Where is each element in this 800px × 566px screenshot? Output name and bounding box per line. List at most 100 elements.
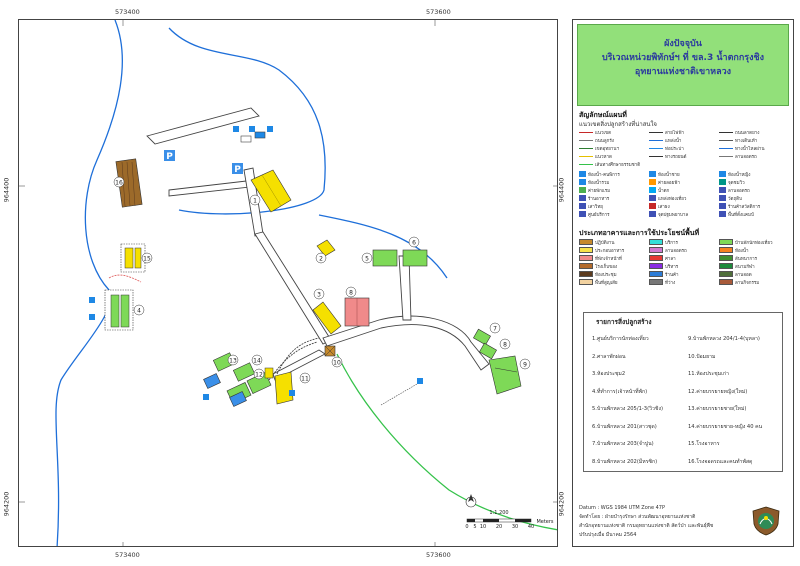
legend-line-swatch: [579, 147, 593, 149]
building-1[interactable]: [250, 169, 292, 213]
legend-landuse-label: ที่พักเจ้าหน้าที่: [595, 256, 622, 262]
legend-symbol-item: ศูนย์บริการ: [579, 210, 649, 218]
scale-tick-1: 5: [473, 524, 476, 530]
building-list-item: 2.ศาลาพักผ่อน: [592, 353, 626, 360]
legend-line-label: เขตอุทยานฯ: [595, 146, 619, 152]
legend-landuse-swatch: [719, 247, 733, 253]
title-line-3: อุทยานแห่งชาติเขาหลวง: [634, 67, 732, 77]
building-number-labels: 16 1 15 4 2 5 6 3 8 7 8 9 10 11: [113, 176, 531, 384]
building-16[interactable]: [115, 158, 143, 208]
legend-symbol-icon: [579, 187, 586, 193]
scale-bar: 1:1,200 0 5 10 20 30 40 Meters: [465, 510, 554, 530]
building-15[interactable]: [120, 243, 146, 273]
coord-top-1: 573400: [115, 8, 140, 16]
legend-landuse-label: ศาลา: [665, 256, 676, 262]
legend-symbol-icon: [649, 179, 656, 185]
building-8[interactable]: [344, 297, 370, 327]
building-5[interactable]: [372, 249, 398, 267]
parking-label-1: P: [166, 152, 173, 162]
legend-symbol-item: ห้องน้ำ-คนพิการ: [579, 170, 649, 178]
label-9: 9: [523, 362, 527, 369]
legend-landuse-swatch: [719, 271, 733, 277]
legend-symbol-icon: [719, 195, 726, 201]
legend-landuse-item: โรงเก็บของ: [579, 262, 649, 270]
scale-tick-0: 0: [465, 524, 468, 530]
label-5: 5: [365, 256, 369, 263]
legend-line-label: ลานจอดรถ: [735, 154, 757, 160]
legend-line-swatch: [649, 131, 663, 133]
legend-landuse-swatch: [649, 247, 663, 253]
legend-line-item: แหล่งน้ำ: [649, 136, 719, 144]
footer-by: จัดทำโดย : ฝ่ายบำรุงรักษา ส่วนพัฒนาอุทยา…: [579, 514, 696, 520]
wc-icons-top[interactable]: [233, 126, 273, 143]
label-2: 2: [319, 256, 323, 263]
parking-symbols[interactable]: P P: [164, 150, 243, 175]
legend-symbol-icon: [579, 211, 586, 217]
building-list-item: 13.ค่ายบรรยายชาย(ใหม่): [688, 406, 747, 412]
coord-right-2: 964200: [557, 491, 566, 517]
legend-line-label: ทางน้ำไหลผ่าน: [735, 146, 765, 152]
building-list-heading: รายการสิ่งปลูกสร้าง: [596, 318, 652, 326]
legend-line-swatch: [579, 163, 593, 165]
legend-symbol-item: ค่ายลอยฟ้า: [649, 178, 719, 186]
building-11[interactable]: [274, 371, 294, 405]
title-box: ผังปัจจุบัน บริเวณหน่วยพิทักษ์ฯ ที่ ขล.3…: [577, 24, 789, 106]
footer-datum: Datum : WGS 1984 UTM Zone 47P: [579, 505, 665, 511]
legend-landuse-swatch: [579, 255, 593, 261]
legend-symbol-label: เสาธง: [658, 204, 670, 210]
building-14[interactable]: [203, 367, 274, 407]
legend-symbol-label: ร้านอาหาร: [588, 196, 610, 202]
map-canvas[interactable]: P P: [19, 20, 558, 547]
legend-symbol-item: น้ำตก: [649, 186, 719, 194]
building-3[interactable]: [312, 301, 342, 335]
legend-landuse-item: บริการ: [649, 238, 719, 246]
legend-landuse-swatch: [649, 279, 663, 285]
scale-tick-3: 20: [496, 524, 502, 530]
legend-symbol-icon: [579, 179, 586, 185]
legend-symbol-icon: [579, 195, 586, 201]
label-1: 1: [253, 198, 257, 205]
building-4[interactable]: [89, 289, 134, 331]
building-2[interactable]: [316, 239, 336, 257]
legend-landuse-item: ปฏิบัติงาน: [579, 238, 649, 246]
legend-landuse-label: ประกอบอาหาร: [595, 248, 625, 254]
legend-line-label: แหล่งน้ำ: [665, 138, 682, 144]
legend-line-item: เขตอุทยานฯ: [579, 144, 649, 152]
stream-top: [168, 27, 326, 215]
nature-trail: [336, 353, 557, 531]
label-11: 11: [301, 376, 309, 383]
stream-left: [55, 20, 123, 546]
legend-line-item: ถนนลูกรัง: [579, 136, 649, 144]
legend-landuse-label: ลานกิจกรรม: [735, 280, 760, 286]
legend-line-item: เส้นทางศึกษาธรรมชาติ: [579, 160, 649, 168]
legend-landuse-item: สันทนาการ: [719, 254, 789, 262]
legend-symbol-icon: [649, 203, 656, 209]
building-7[interactable]: [473, 328, 497, 360]
legend-symbol-item: เสาธง: [649, 202, 719, 210]
building-9[interactable]: [488, 355, 522, 395]
legend-landuse-item: ที่ว่าง: [649, 278, 719, 286]
legend-landuse-item: ห้องประชุม: [579, 270, 649, 278]
legend-symbol-label: แหล่งท่องเที่ยว: [658, 196, 687, 202]
legend-panel: ผังปัจจุบัน บริเวณหน่วยพิทักษ์ฯ ที่ ขล.3…: [572, 19, 794, 547]
coord-left-2: 964200: [2, 491, 11, 517]
legend-symbol-label: เสาวิทยุ: [588, 204, 603, 210]
legend-landuse-item: ลานกิจกรรม: [719, 278, 789, 286]
label-13: 13: [229, 358, 237, 365]
building-10[interactable]: [324, 345, 336, 357]
label-12: 12: [255, 372, 263, 379]
map-frame[interactable]: P P: [18, 19, 558, 547]
legend-landuse: ปฏิบัติงานบริการบ้านพักนักท่องเที่ยวประก…: [579, 238, 789, 286]
building-6[interactable]: [402, 249, 428, 267]
legend-symbol-label: ค่ายลอยฟ้า: [658, 180, 680, 186]
legend-lines: แนวเขตสายไฟฟ้าถนนลาดยางถนนลูกรังแหล่งน้ำ…: [579, 128, 789, 168]
label-8b: 8: [503, 342, 507, 349]
legend-symbol-label: ห้องน้ำ-คนพิการ: [588, 172, 620, 178]
legend-line-label: ท่อประปา: [665, 146, 684, 152]
legend-landuse-item: บริหาร: [649, 262, 719, 270]
legend-landuse-label: ลานจอดรถ: [665, 248, 687, 254]
wc-icons-bottom[interactable]: [203, 378, 423, 400]
coord-left-1: 964400: [2, 177, 11, 203]
legend-symbol-item: ร้านค้าสวัสดิการ: [719, 202, 789, 210]
